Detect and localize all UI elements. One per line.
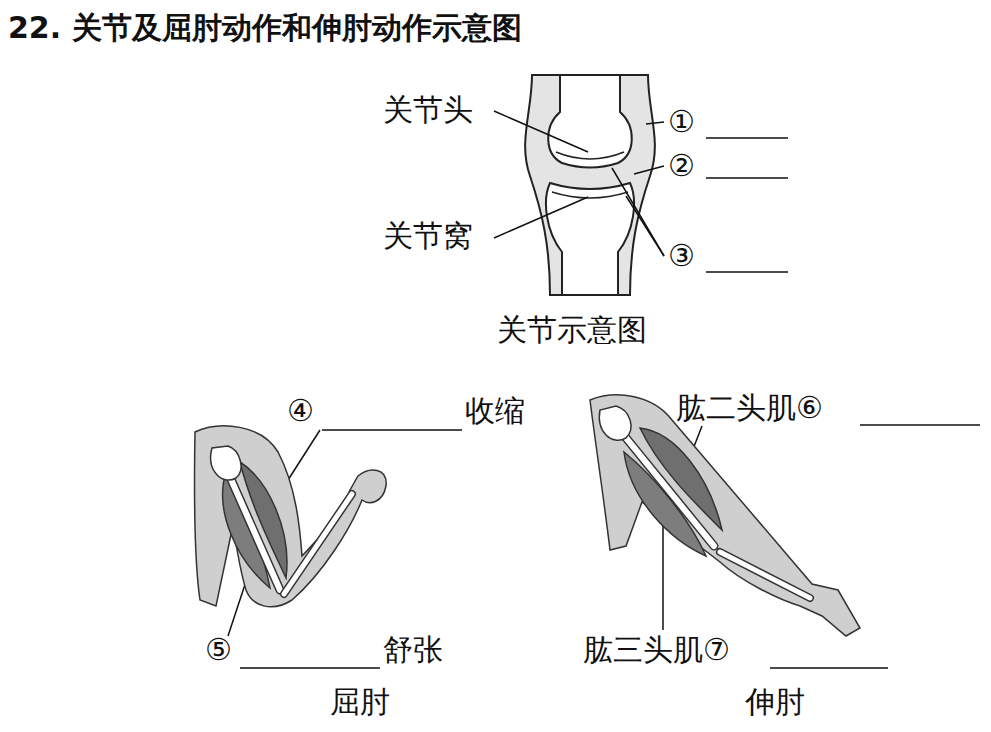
part-label: 关节窝 [383,218,473,254]
muscle-label: 肱三头肌⑦ [583,632,730,668]
callout-number: ① [668,104,695,140]
joint-figure [525,75,655,295]
lower-bone [546,183,634,295]
title: 22. 关节及屈肘动作和伸肘动作示意图 [8,10,522,46]
extended-arm [590,395,860,636]
upper-cartilage [556,152,624,159]
flexed-arm [195,426,387,607]
joint-capsule [525,75,655,295]
answer-blanks [240,138,980,668]
figure-caption: 伸肘 [745,684,805,720]
figure-caption: 关节示意图 [497,312,647,348]
callout-number: ⑤ [205,632,232,668]
state-label: 收缩 [465,393,525,429]
callout-number: ④ [287,393,314,429]
state-label: 舒张 [383,632,443,668]
callout-number: ② [668,148,695,184]
lower-cartilage [552,192,628,198]
part-label: 关节头 [383,92,473,128]
figure-caption: 屈肘 [330,684,390,720]
upper-bone [548,75,632,168]
muscle-label: 肱二头肌⑥ [676,390,823,426]
callout-number: ③ [668,238,695,274]
